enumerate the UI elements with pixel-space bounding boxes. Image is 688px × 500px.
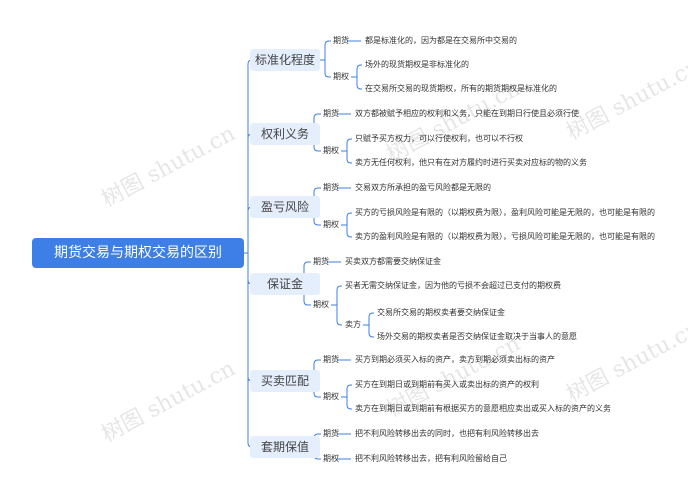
category-rights-obligations[interactable]: 权利义务: [250, 123, 320, 145]
node-options-desc[interactable]: 场外的现货期权是非标准化的: [365, 60, 469, 69]
connector-line: [356, 77, 362, 90]
node-futures-label[interactable]: 期货: [323, 355, 339, 364]
node-options-label[interactable]: 期权: [323, 146, 339, 155]
node-options-desc[interactable]: 买方的亏损风险是有限的（以期权费为限），盈利风险可能是无限的，也可能是有限的: [355, 208, 655, 217]
connector-line: [313, 187, 321, 207]
node-options-desc[interactable]: 在交易所交易的现货期权，所有的期货期权是标准化的: [365, 84, 557, 93]
node-options-label[interactable]: 期权: [323, 454, 339, 463]
connector-line: [324, 40, 331, 60]
connector-line: [346, 225, 352, 238]
node-futures-desc[interactable]: 双方都被赋予相应的权利和义务，只能在到期日行使且必须行使: [355, 109, 579, 118]
connector-line: [313, 381, 321, 398]
category-trade-matching[interactable]: 买卖匹配: [250, 370, 320, 392]
category-hedging[interactable]: 套期保值: [250, 436, 320, 458]
connector-line: [336, 285, 342, 305]
node-options-label[interactable]: 期权: [313, 300, 329, 309]
node-seller-desc[interactable]: 场外交易的期权卖者是否交纳保证金取决于当事人的意愿: [377, 332, 577, 341]
connector-line: [324, 60, 331, 78]
connector-line: [368, 325, 374, 338]
node-seller-label[interactable]: 卖方: [345, 320, 361, 329]
node-futures-label[interactable]: 期货: [333, 36, 349, 45]
connector-line: [346, 384, 352, 397]
node-futures-label[interactable]: 期货: [313, 257, 329, 266]
node-options-desc[interactable]: 只赋予买方权力，可以行使权利，也可以不行权: [355, 134, 523, 143]
connector-line: [247, 133, 253, 253]
node-futures-desc[interactable]: 买卖双方都需要交纳保证金: [345, 257, 441, 266]
connector-line: [313, 134, 321, 152]
node-options-desc[interactable]: 卖方在到期日或到期前有根据买方的意愿相应卖出或买入标的资产的义务: [355, 404, 611, 413]
category-profit-loss-risk[interactable]: 盈亏风险: [250, 196, 320, 218]
node-options-label[interactable]: 期权: [323, 220, 339, 229]
connector-line: [346, 212, 352, 225]
category-margin[interactable]: 保证金: [250, 273, 320, 295]
node-futures-label[interactable]: 期货: [323, 109, 339, 118]
connector-line: [346, 138, 352, 151]
node-futures-label[interactable]: 期货: [323, 183, 339, 192]
node-futures-desc[interactable]: 买方到期必须买入标的资产，卖方到期必须卖出标的资产: [355, 355, 555, 364]
node-options-desc[interactable]: 卖方的盈利风险是有限的（以期权费为限），亏损风险可能是无限的，也可能是有限的: [355, 232, 655, 241]
root-topic[interactable]: 期货交易与期权交易的区别: [32, 238, 244, 268]
connector-line: [247, 59, 253, 253]
connector-line: [356, 64, 362, 77]
node-options-desc[interactable]: 卖方无任何权利，他只有在对方履约时进行买卖对应标的物的义务: [355, 158, 587, 167]
node-options-label[interactable]: 期权: [323, 392, 339, 401]
node-options-desc[interactable]: 买者无需交纳保证金，因为他的亏损不会超过已支付的期权费: [345, 281, 561, 290]
connector-line: [336, 305, 342, 326]
node-options-desc[interactable]: 把不利风险转移出去，把有利风险留给自己: [355, 454, 507, 463]
node-options-desc[interactable]: 买方在到期日或到期前有买入或卖出标的资产的权利: [355, 380, 539, 389]
connector-line: [368, 312, 374, 325]
connector-line: [313, 207, 321, 226]
node-seller-desc[interactable]: 交易所交易的期权卖者要交纳保证金: [377, 308, 505, 317]
node-futures-desc[interactable]: 把不利风险转移出去的同时，也把有利风险转移出去: [355, 429, 539, 438]
connector-line: [303, 284, 311, 306]
connector-line: [313, 113, 321, 134]
connector-line: [313, 359, 321, 381]
node-futures-desc[interactable]: 交易双方所承担的盈亏风险都是无限的: [355, 183, 491, 192]
node-options-label[interactable]: 期权: [333, 72, 349, 81]
connector-line: [346, 397, 352, 410]
connector-line: [303, 261, 311, 284]
category-standardization[interactable]: 标准化程度: [250, 49, 320, 71]
node-futures-label[interactable]: 期货: [323, 429, 339, 438]
node-futures-desc[interactable]: 都是标准化的，因为都是在交易所中交易的: [365, 36, 517, 45]
connector-line: [346, 151, 352, 164]
